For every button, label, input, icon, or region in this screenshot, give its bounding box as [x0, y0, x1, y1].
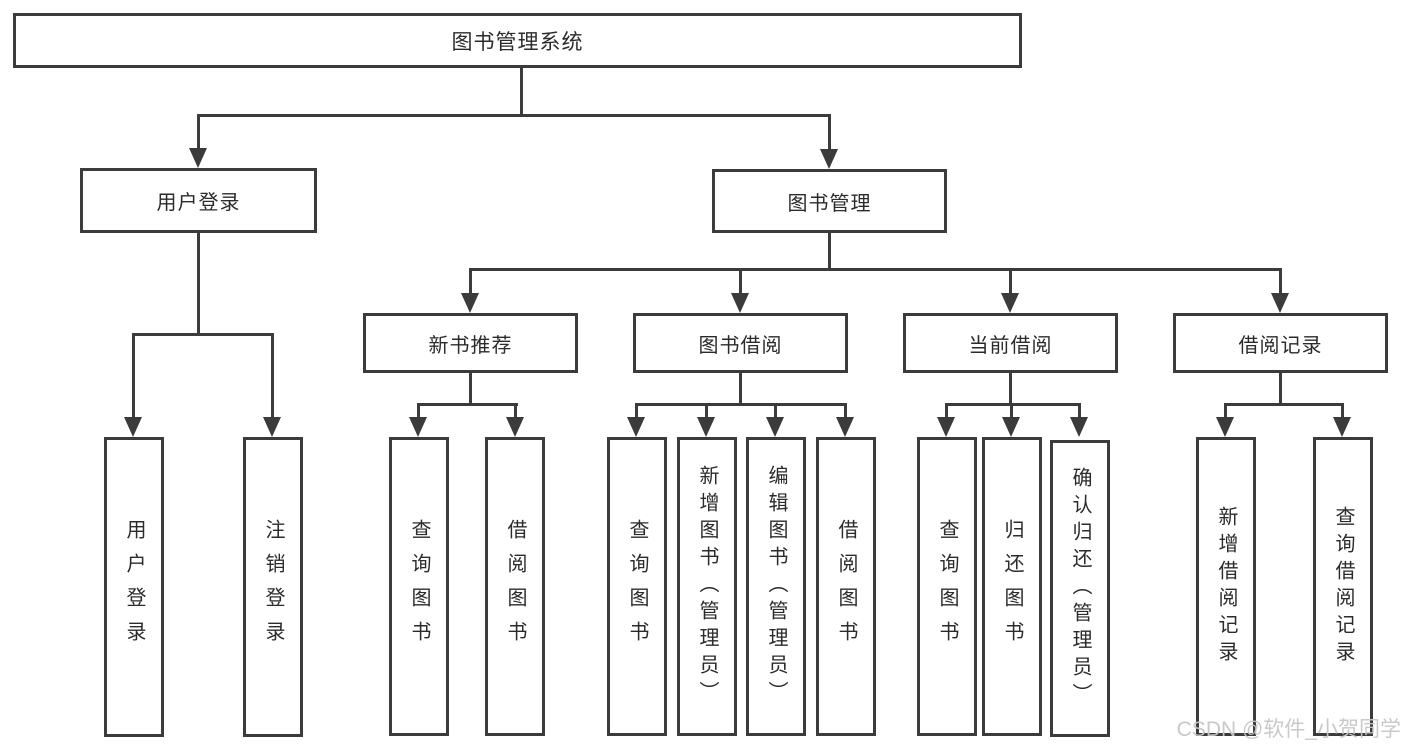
node-book-borrow-label: 图书借阅 [698, 334, 783, 357]
edge-drop-book-borrow [739, 268, 742, 296]
leaf-borrow-books-label: 借阅图书 [835, 518, 857, 655]
arrowhead-nb-query [409, 417, 427, 437]
leaf-edit-books-admin: 编辑图书（管理员） [746, 437, 806, 736]
edge-user-login-stem [197, 232, 200, 336]
edge-l2-rail [197, 114, 831, 117]
arrowhead-current-borrow [1001, 293, 1019, 313]
leaf-edit-books-admin-label: 编辑图书（管理员） [765, 465, 787, 708]
node-new-book-recommend-label: 新书推荐 [428, 334, 513, 357]
leaf-current-query-books: 查询图书 [917, 437, 977, 736]
arrowhead-bb-borrow [836, 417, 854, 437]
node-current-borrow-label: 当前借阅 [968, 334, 1053, 357]
arrowhead-user-login [189, 148, 207, 168]
arrowhead-book-borrow [731, 293, 749, 313]
leaf-user-login-label: 用户登录 [123, 519, 145, 655]
arrowhead-cb-confirm [1070, 417, 1088, 437]
node-book-borrow: 图书借阅 [633, 313, 848, 373]
arrowhead-book-mgmt [820, 149, 838, 169]
edge-current-borrow-stem [1009, 372, 1012, 406]
leaf-current-query-books-label: 查询图书 [936, 518, 958, 655]
edge-book-borrow-stem [739, 372, 742, 406]
edge-current-borrow-rail [945, 403, 1081, 406]
leaf-query-borrow-record-label: 查询借阅记录 [1332, 505, 1354, 668]
edge-drop-cb-return [1010, 403, 1013, 421]
edge-book-borrow-rail [635, 403, 847, 406]
node-borrow-record: 借阅记录 [1173, 313, 1388, 373]
leaf-return-books: 归还图书 [982, 437, 1042, 736]
edge-drop-bb-borrow [844, 403, 847, 421]
arrowhead-nb-borrow [506, 417, 524, 437]
leaf-add-borrow-record-label: 新增借阅记录 [1215, 505, 1237, 668]
arrowhead-bb-query [627, 417, 645, 437]
edge-drop-cb-confirm [1078, 403, 1081, 421]
arrowhead-bb-add [697, 417, 715, 437]
leaf-logout: 注销登录 [243, 437, 303, 737]
arrowhead-ul-logout [263, 417, 281, 437]
leaf-return-books-label: 归还图书 [1001, 518, 1023, 655]
leaf-confirm-return-admin-label: 确认归还（管理员） [1069, 467, 1091, 710]
csdn-watermark: CSDN @软件_小贺同学 [1176, 718, 1401, 741]
edge-new-book-stem [469, 372, 472, 406]
node-current-borrow: 当前借阅 [903, 313, 1118, 373]
edge-drop-current-borrow [1009, 268, 1012, 296]
leaf-borrow-query-books-label: 查询图书 [626, 518, 648, 655]
edge-drop-user-login [197, 114, 200, 152]
leaf-add-books-admin-label: 新增图书（管理员） [696, 465, 718, 708]
edge-drop-ul-login [132, 333, 135, 419]
edge-l3-rail [469, 268, 1282, 271]
node-user-login: 用户登录 [80, 168, 317, 233]
edge-drop-nb-borrow [514, 403, 517, 421]
leaf-newbook-query-books-label: 查询图书 [408, 518, 430, 655]
node-user-login-label: 用户登录 [156, 192, 241, 214]
edge-drop-cb-query [945, 403, 948, 421]
node-new-book-recommend: 新书推荐 [363, 313, 578, 373]
arrowhead-ul-login [124, 417, 142, 437]
leaf-confirm-return-admin: 确认归还（管理员） [1050, 440, 1110, 737]
node-book-management: 图书管理 [712, 169, 947, 233]
edge-borrow-record-rail [1224, 403, 1344, 406]
edge-drop-ul-logout [271, 333, 274, 419]
leaf-borrow-books: 借阅图书 [816, 437, 876, 736]
arrowhead-borrow-record [1271, 293, 1289, 313]
arrowhead-cb-return [1002, 417, 1020, 437]
edge-drop-br-add [1224, 403, 1227, 421]
arrowhead-cb-query [937, 417, 955, 437]
leaf-add-books-admin: 新增图书（管理员） [677, 437, 737, 736]
arrowhead-br-query [1333, 417, 1351, 437]
leaf-borrow-query-books: 查询图书 [607, 437, 667, 736]
leaf-add-borrow-record: 新增借阅记录 [1196, 437, 1256, 736]
edge-borrow-record-stem [1279, 372, 1282, 406]
edge-drop-new-book [469, 268, 472, 296]
leaf-user-login: 用户登录 [104, 437, 164, 737]
arrowhead-bb-edit [766, 417, 784, 437]
edge-root-stem [520, 66, 523, 117]
node-library-system: 图书管理系统 [13, 13, 1022, 68]
edge-drop-book-mgmt [828, 114, 831, 152]
leaf-newbook-query-books: 查询图书 [389, 437, 449, 736]
leaf-newbook-borrow-books-label: 借阅图书 [504, 518, 526, 655]
edge-drop-bb-edit [774, 403, 777, 421]
arrowhead-new-book [461, 293, 479, 313]
edge-drop-bb-add [705, 403, 708, 421]
edge-user-login-rail [132, 333, 274, 336]
edge-drop-br-query [1341, 403, 1344, 421]
edge-drop-nb-query [417, 403, 420, 421]
arrowhead-br-add [1216, 417, 1234, 437]
edge-new-book-rail [417, 403, 518, 406]
leaf-newbook-borrow-books: 借阅图书 [485, 437, 545, 736]
node-borrow-record-label: 借阅记录 [1238, 334, 1323, 357]
edge-drop-bb-query [635, 403, 638, 421]
leaf-query-borrow-record: 查询借阅记录 [1313, 437, 1373, 736]
edge-book-mgmt-stem [828, 232, 831, 271]
node-book-management-label: 图书管理 [787, 192, 872, 215]
leaf-logout-label: 注销登录 [262, 519, 284, 655]
edge-drop-borrow-record [1279, 268, 1282, 296]
node-library-system-label: 图书管理系统 [451, 30, 584, 54]
